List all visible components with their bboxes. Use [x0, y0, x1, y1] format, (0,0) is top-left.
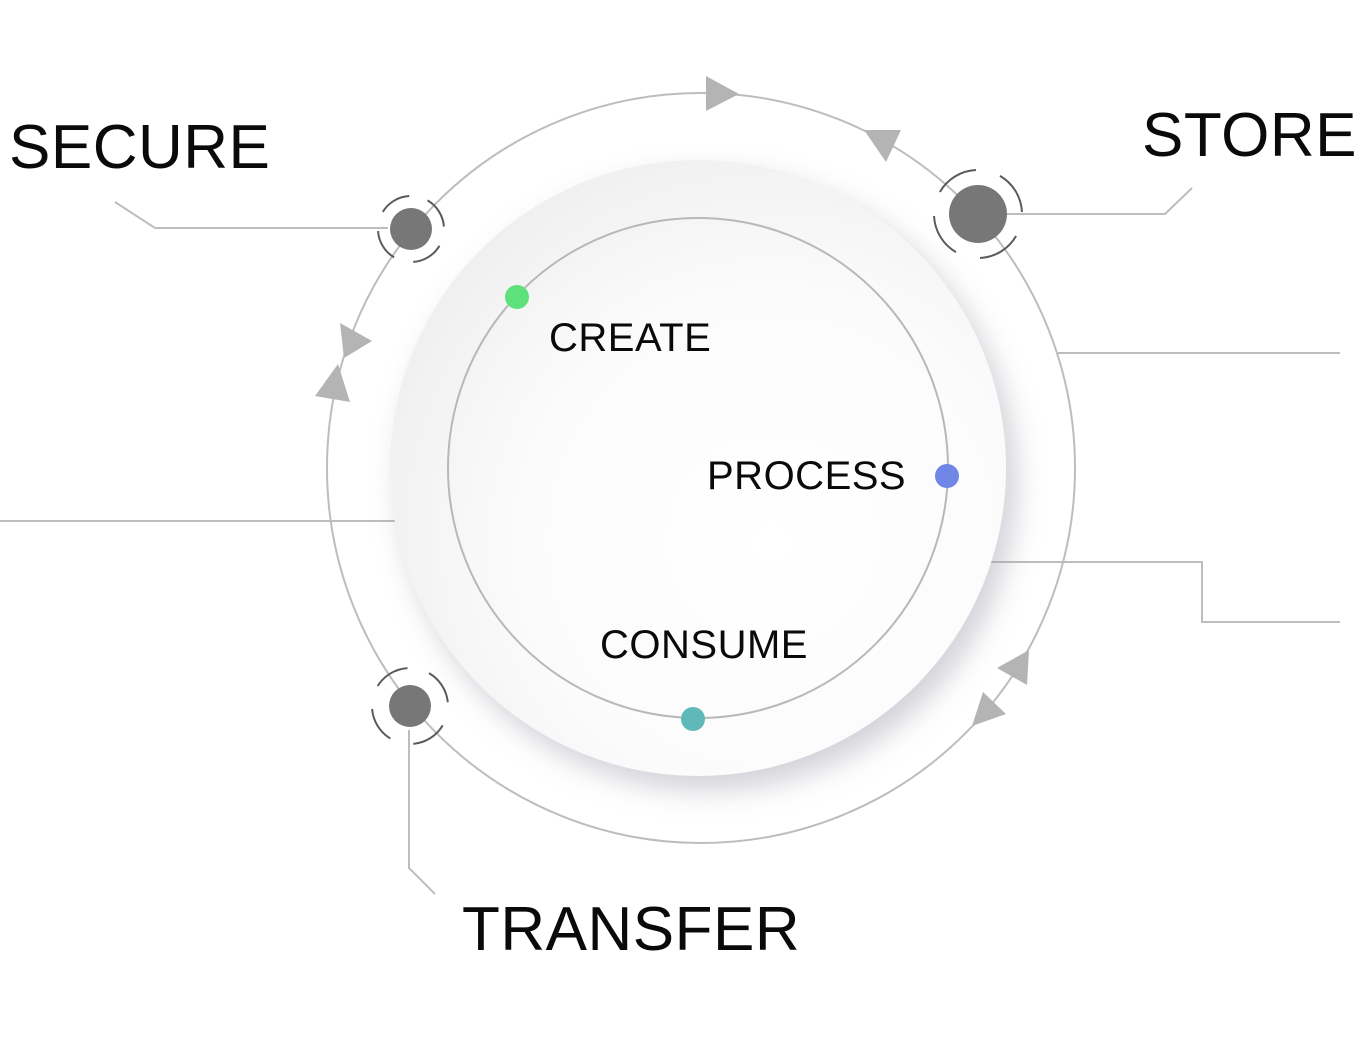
node-transfer-halo: [371, 667, 449, 745]
dot-create: [505, 285, 529, 309]
arrow-top-right: [864, 130, 901, 162]
label-transfer: TRANSFER: [462, 895, 801, 964]
arrow-right-lower-b: [972, 692, 1006, 726]
connector-store: [1005, 187, 1193, 215]
label-store: STORE: [1142, 101, 1354, 170]
arrow-right-lower-a: [997, 650, 1029, 685]
central-disc: [390, 160, 1006, 776]
node-store-halo: [933, 169, 1023, 259]
connector-transfer: [408, 730, 436, 895]
label-consume: CONSUME: [600, 623, 808, 667]
node-transfer: [371, 667, 449, 745]
node-store-dot: [949, 185, 1007, 243]
dot-consume: [681, 707, 705, 731]
arrow-left-upper: [340, 323, 372, 358]
connector-right-bottom: [990, 561, 1340, 623]
node-secure-dot: [390, 208, 432, 250]
node-store: [933, 169, 1023, 259]
outer-ring: [326, 92, 1076, 844]
label-create: CREATE: [549, 316, 712, 360]
arrow-top: [706, 76, 739, 111]
node-transfer-dot: [389, 685, 431, 727]
node-secure: [377, 195, 445, 263]
arrow-left-lower: [315, 364, 350, 402]
dot-process: [935, 464, 959, 488]
node-secure-halo: [377, 195, 445, 263]
label-process: PROCESS: [707, 454, 907, 498]
direction-arrows: [315, 76, 1029, 726]
connector-secure: [114, 201, 388, 229]
label-secure: SECURE: [9, 113, 271, 182]
